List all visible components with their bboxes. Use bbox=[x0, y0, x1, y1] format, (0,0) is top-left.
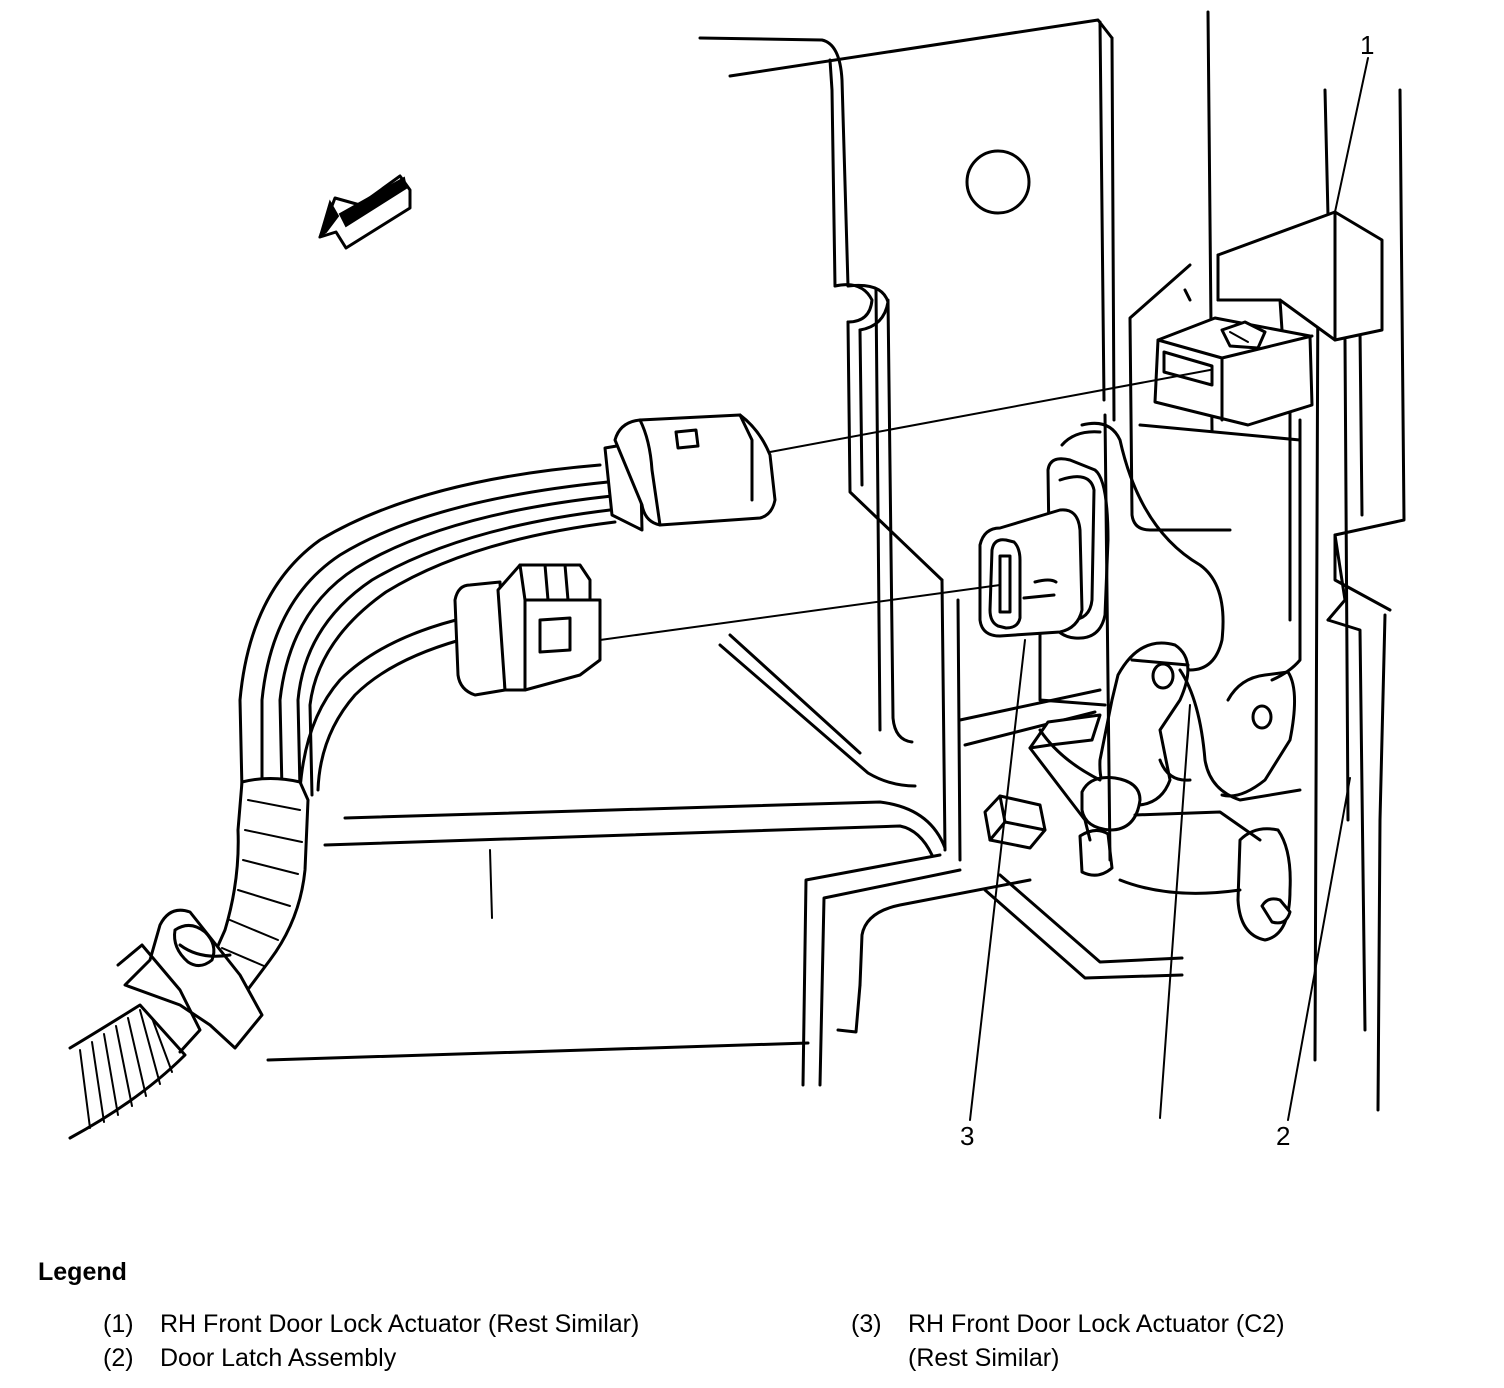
legend-item-number: (3) bbox=[851, 1310, 882, 1338]
legend-item-text: Door Latch Assembly bbox=[160, 1344, 397, 1372]
callout-2: 2 bbox=[1276, 1121, 1290, 1151]
panel-access-hole bbox=[965, 149, 1031, 215]
wiring-harness bbox=[68, 463, 617, 1140]
legend-item-text: RH Front Door Lock Actuator (Rest Simila… bbox=[160, 1310, 640, 1338]
latch-mounting-bracket bbox=[1178, 668, 1302, 942]
legend-item-1: (1) RH Front Door Lock Actuator (Rest Sim… bbox=[103, 1308, 639, 1340]
actuator-connector-c2 bbox=[978, 508, 1084, 638]
door-lock-actuator-1 bbox=[1153, 210, 1384, 427]
door-pillar bbox=[1128, 10, 1406, 1112]
door-latch-assembly bbox=[983, 413, 1262, 895]
legend-item-3-continued: (Rest Similar) bbox=[908, 1342, 1059, 1374]
door-lock-diagram: 1 3 2 bbox=[68, 10, 1406, 1151]
callout-3: 3 bbox=[960, 1121, 974, 1151]
legend-item-number: (1) bbox=[103, 1310, 134, 1338]
legend-item-3: (3) RH Front Door Lock Actuator (C2) bbox=[851, 1308, 1285, 1340]
alignment-lines bbox=[599, 369, 1211, 641]
front-direction-arrow-icon bbox=[318, 174, 412, 250]
callout-1: 1 bbox=[1360, 30, 1374, 60]
legend-item-number: (2) bbox=[103, 1344, 134, 1372]
legend-item-text: (Rest Similar) bbox=[908, 1344, 1060, 1372]
harness-connector-3 bbox=[453, 563, 602, 697]
callout-leaders bbox=[969, 57, 1369, 1121]
legend-item-2: (2) Door Latch Assembly bbox=[103, 1342, 396, 1374]
door-inner-panel bbox=[266, 18, 1184, 1087]
legend-title: Legend bbox=[38, 1258, 127, 1286]
legend-item-text: RH Front Door Lock Actuator (C2) bbox=[908, 1310, 1285, 1338]
harness-connector-1 bbox=[603, 413, 777, 532]
